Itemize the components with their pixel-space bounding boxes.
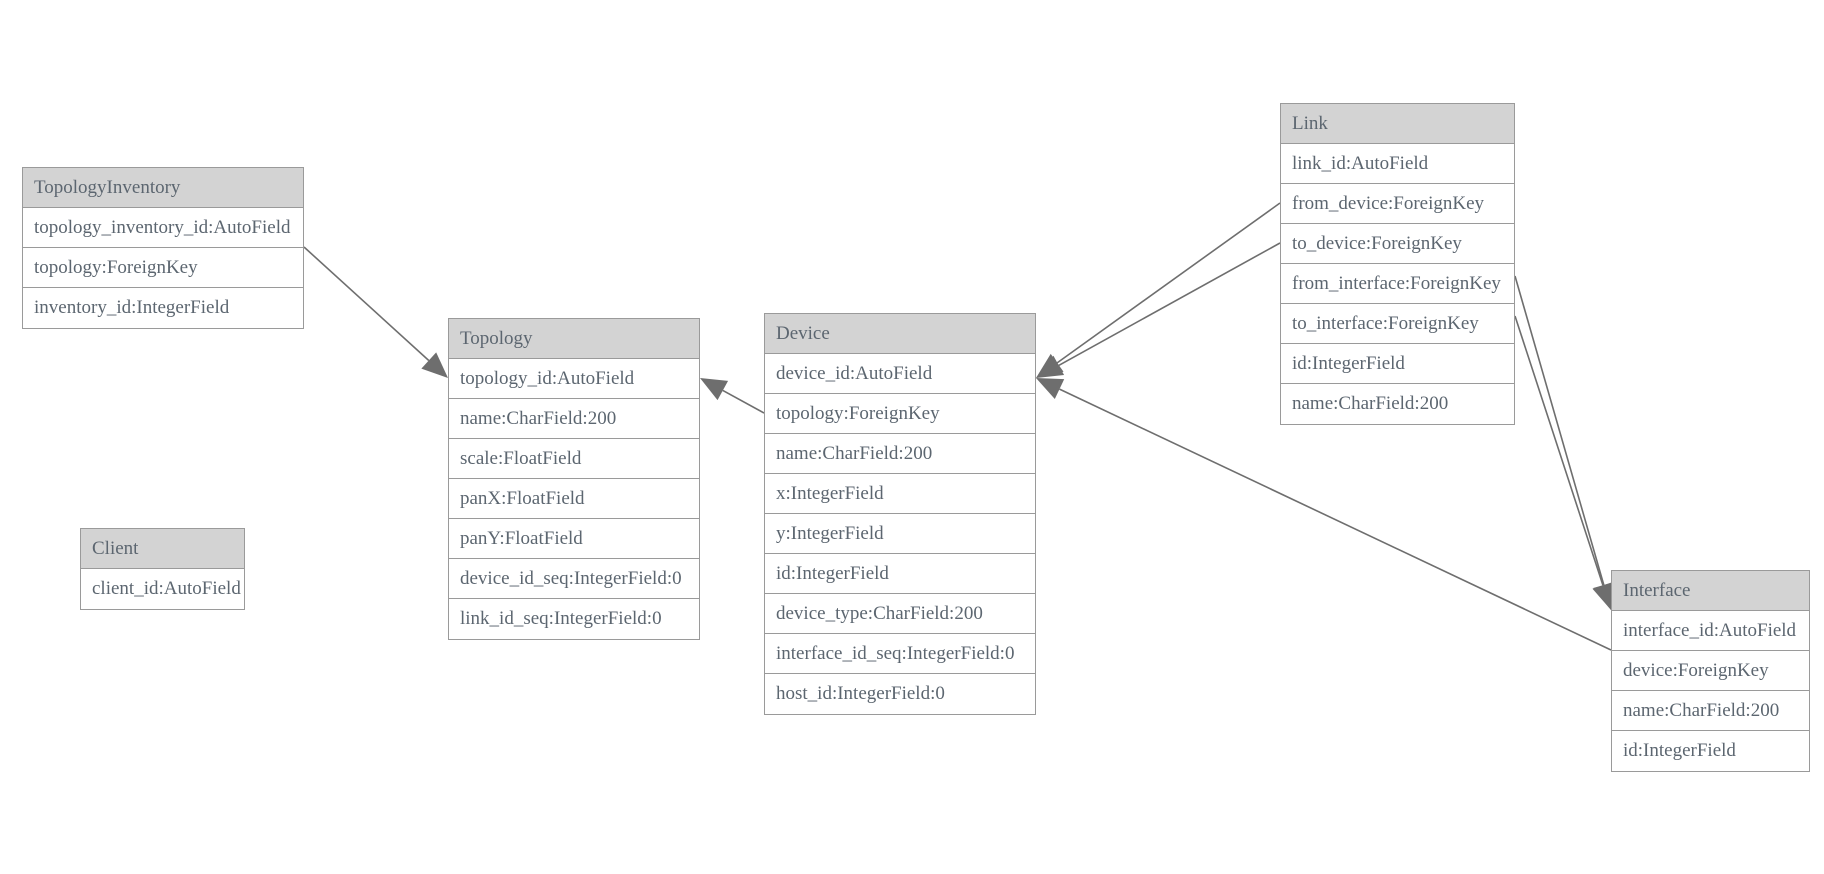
entity-field: device_id_seq:IntegerField:0: [449, 559, 699, 599]
entity-field: device:ForeignKey: [1612, 651, 1809, 691]
entity-field: interface_id:AutoField: [1612, 611, 1809, 651]
relationship-line: [1514, 275, 1605, 586]
entity-field: id:IntegerField: [765, 554, 1035, 594]
entity-field: link_id:AutoField: [1281, 144, 1514, 184]
relationship-link-to-device-to-device: [1036, 242, 1281, 378]
relationship-line: [1514, 315, 1604, 586]
entity-field: to_interface:ForeignKey: [1281, 304, 1514, 344]
entity-field: interface_id_seq:IntegerField:0: [765, 634, 1035, 674]
entity-field: name:CharField:200: [1281, 384, 1514, 424]
relationship-line: [303, 246, 430, 362]
entity-field: id:IntegerField: [1281, 344, 1514, 384]
relationship-device-to-topology: [700, 378, 765, 414]
entity-field: x:IntegerField: [765, 474, 1035, 514]
entity-title-client: Client: [81, 529, 244, 569]
relationship-link-to-interface-to-interface: [1514, 315, 1614, 610]
entity-field: host_id:IntegerField:0: [765, 674, 1035, 714]
entity-field: panY:FloatField: [449, 519, 699, 559]
entity-field: device_id:AutoField: [765, 354, 1035, 394]
entity-title-topology-inventory: TopologyInventory: [23, 168, 303, 208]
entity-field: name:CharField:200: [765, 434, 1035, 474]
relationship-arrowhead: [700, 378, 729, 401]
entity-title-link: Link: [1281, 104, 1514, 144]
entity-field: y:IntegerField: [765, 514, 1035, 554]
entity-field: topology_inventory_id:AutoField: [23, 208, 303, 248]
entity-field: topology:ForeignKey: [23, 248, 303, 288]
entity-title-interface: Interface: [1612, 571, 1809, 611]
entity-field: link_id_seq:IntegerField:0: [449, 599, 699, 639]
relationship-arrowhead: [421, 352, 448, 378]
relationship-arrowhead: [1036, 353, 1064, 378]
entity-field: to_device:ForeignKey: [1281, 224, 1514, 264]
entity-field: topology_id:AutoField: [449, 359, 699, 399]
relationship-link-from-interface-to-interface: [1514, 275, 1615, 610]
entity-field: name:CharField:200: [1612, 691, 1809, 731]
entity-field: device_type:CharField:200: [765, 594, 1035, 634]
entity-field: inventory_id:IntegerField: [23, 288, 303, 328]
entity-field: panX:FloatField: [449, 479, 699, 519]
relationship-line: [1056, 202, 1281, 364]
relationship-arrowhead: [1036, 378, 1065, 400]
entity-field: from_device:ForeignKey: [1281, 184, 1514, 224]
entity-title-topology: Topology: [449, 319, 699, 359]
relationship-arrowhead: [1036, 355, 1065, 378]
relationship-topologyinventory-to-topology: [303, 246, 448, 378]
relationship-line: [722, 389, 765, 414]
relationship-line: [1058, 242, 1281, 367]
relationship-line: [1059, 388, 1612, 651]
relationship-link-from-device-to-device: [1036, 202, 1281, 378]
entity-field: scale:FloatField: [449, 439, 699, 479]
entity-field: id:IntegerField: [1612, 731, 1809, 771]
entity-field: client_id:AutoField: [81, 569, 244, 609]
entity-field: from_interface:ForeignKey: [1281, 264, 1514, 304]
entity-title-device: Device: [765, 314, 1035, 354]
entity-field: topology:ForeignKey: [765, 394, 1035, 434]
entity-field: name:CharField:200: [449, 399, 699, 439]
